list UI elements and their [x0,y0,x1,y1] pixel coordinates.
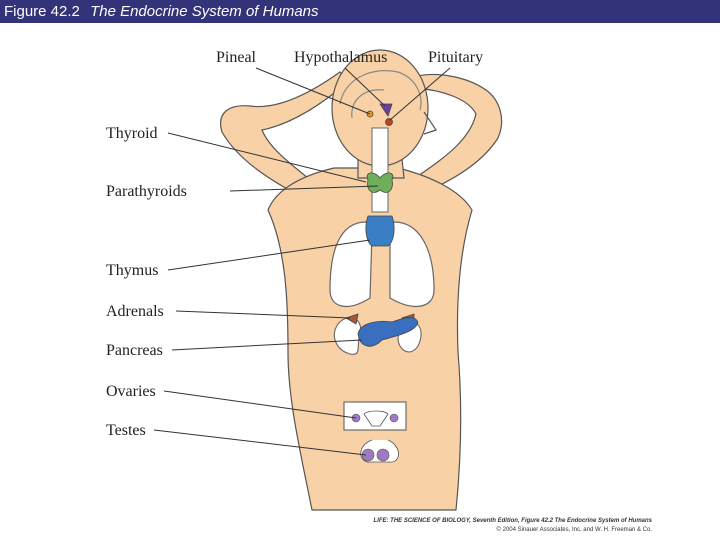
figure-credit: LIFE: THE SCIENCE OF BIOLOGY, Seventh Ed… [300,517,653,535]
pituitary-leader [389,67,451,121]
parathyroids-leader [229,185,379,192]
pancreas-gland [357,317,419,347]
nose [423,111,437,135]
hypothalamus-leader [344,67,386,107]
label-pituitary: Pituitary [428,49,483,66]
pituitary-gland [385,118,393,126]
adrenals-leader [175,310,351,319]
skull-outline [339,70,422,119]
label-pineal: Pineal [216,49,257,66]
label-parathyroids: Parathyroids [106,183,187,200]
uterus [363,410,389,427]
leader-lines [153,67,451,456]
credit-line-2: © 2004 Sinauer Associates, Inc. and W. H… [496,527,653,533]
adrenal-left [345,313,359,325]
testes-leader [153,429,367,456]
thyroid-leader [167,132,367,183]
label-thymus: Thymus [106,262,158,279]
label-pancreas: Pancreas [106,342,163,359]
testes-group [360,439,399,463]
hypothalamus-gland [379,103,393,117]
label-adrenals: Adrenals [106,303,164,320]
figure-title: The Endocrine System of Humans [90,3,319,20]
trachea [371,127,389,213]
right-arm [415,73,503,191]
figure-title-bar: Figure 42.2 The Endocrine System of Huma… [0,0,720,23]
ovaries-inset [343,401,407,431]
kidneys [333,317,422,355]
label-ovaries: Ovaries [106,383,156,400]
pineal-leader [255,67,371,115]
thymus-leader [167,239,371,271]
ovary-right [389,413,399,423]
left-lung [329,221,373,307]
glands [345,103,419,347]
right-lung [389,221,435,307]
left-arm [220,71,349,197]
label-hypothalamus: Hypothalamus [294,49,387,66]
gland-labels: Pineal Hypothalamus Pituitary Thyroid Pa… [106,49,483,439]
thymus-gland [365,215,395,247]
lungs [329,221,435,307]
pancreas-leader [171,339,363,351]
ovaries-leader [163,390,357,419]
credit-line-1: LIFE: THE SCIENCE OF BIOLOGY, Seventh Ed… [373,518,653,524]
label-testes: Testes [106,422,146,439]
label-thyroid: Thyroid [106,125,158,142]
figure-number: Figure 42.2 [4,3,80,20]
thyroid-gland [366,172,394,193]
testis-right [376,448,390,462]
